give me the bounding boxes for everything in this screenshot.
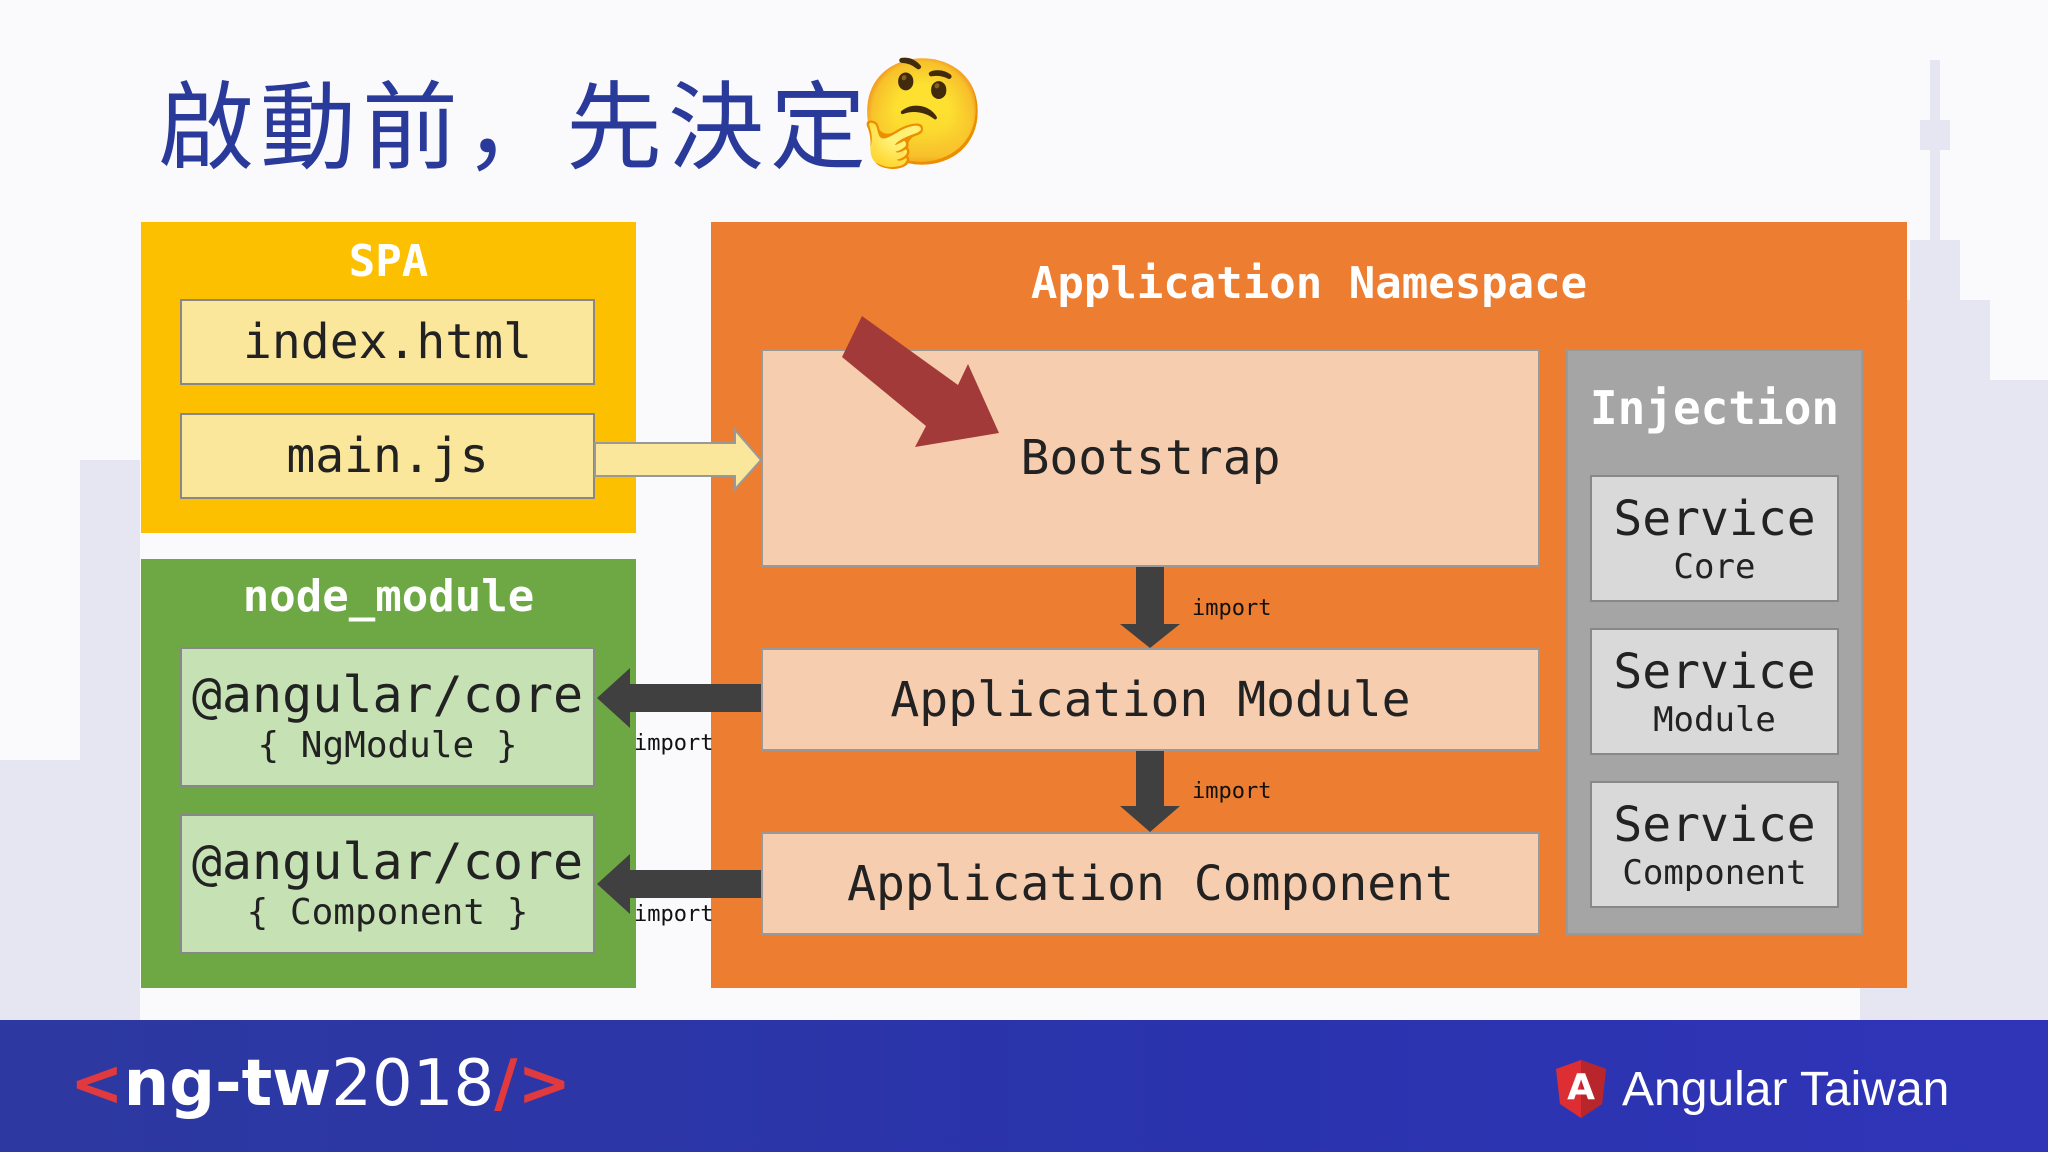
event-logo: <ng-tw2018/> <box>70 1044 571 1124</box>
thinking-face-icon: 🤔 <box>858 51 988 173</box>
angular-core-ngmodule-package: @angular/core { NgModule } <box>180 647 595 787</box>
service-core-box: Service Core <box>1590 475 1839 602</box>
service-scope: Core <box>1673 546 1756 587</box>
bootstrap-label: Bootstrap <box>1020 430 1281 486</box>
service-module-box: Service Module <box>1590 628 1839 755</box>
angular-shield-icon: A <box>1556 1060 1606 1118</box>
logo-open-bracket: < <box>70 1047 124 1121</box>
service-name: Service <box>1613 490 1816 547</box>
page-title: 啟動前，先決定 <box>158 72 872 184</box>
module-to-component-arrow <box>1120 751 1180 832</box>
service-name: Service <box>1613 643 1816 700</box>
component-to-core-arrow <box>597 854 761 914</box>
service-scope: Module <box>1653 699 1776 740</box>
bootstrap-to-module-arrow <box>1120 567 1180 648</box>
application-module-box: Application Module <box>761 648 1540 751</box>
main-js-file: main.js <box>180 413 595 499</box>
import-label: import <box>634 902 714 927</box>
package-import: { Component } <box>246 892 529 933</box>
org-name: Angular Taiwan <box>1622 1063 1950 1116</box>
spa-panel-title: SPA <box>348 236 429 287</box>
application-component-box: Application Component <box>761 832 1540 935</box>
package-name: @angular/core <box>191 833 584 891</box>
service-name: Service <box>1613 796 1816 853</box>
import-label: import <box>1192 779 1272 804</box>
import-label: import <box>1192 596 1272 621</box>
package-import: { NgModule } <box>257 725 518 766</box>
import-label: import <box>634 731 714 756</box>
module-to-core-arrow <box>597 668 761 728</box>
logo-close-bracket: /> <box>494 1047 572 1121</box>
logo-year: 2018 <box>331 1047 495 1121</box>
node-module-panel-title: node_module <box>242 571 535 622</box>
service-component-box: Service Component <box>1590 781 1839 908</box>
service-scope: Component <box>1622 852 1807 893</box>
shield-letter: A <box>1567 1067 1595 1108</box>
package-name: @angular/core <box>191 666 584 724</box>
injection-panel-title: Injection <box>1589 381 1840 435</box>
bootstrap-entry-arrow <box>842 316 999 447</box>
footer-bar: <ng-tw2018/> A Angular Taiwan <box>0 1020 2048 1152</box>
logo-ng-tw: ng-tw <box>123 1047 332 1121</box>
main-js-to-bootstrap-arrow <box>594 427 763 492</box>
index-html-file: index.html <box>180 299 595 385</box>
angular-core-component-package: @angular/core { Component } <box>180 814 595 954</box>
application-namespace-title: Application Namespace <box>1030 258 1588 309</box>
